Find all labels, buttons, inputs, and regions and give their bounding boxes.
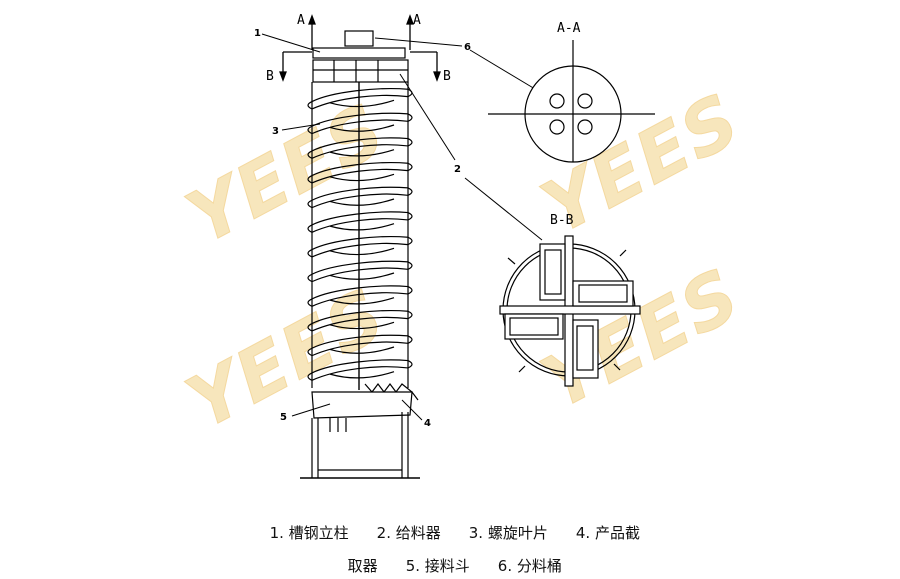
spiral-blade-edge <box>311 310 409 325</box>
spiral-blade-rim <box>407 335 413 344</box>
spiral-blade-rim <box>407 286 413 295</box>
spiral-blade-edge <box>311 119 409 135</box>
spiral-blade-rim <box>307 249 313 258</box>
spiral-blade-edge <box>311 193 409 209</box>
spiral-blade-edge <box>311 267 409 283</box>
spiral-blade-edge <box>311 168 409 184</box>
caption-item: 取器 <box>347 557 378 575</box>
spiral-blade-edge <box>311 137 409 152</box>
spiral-blade-rim <box>307 150 313 159</box>
spiral-trough-curve <box>329 272 395 280</box>
spiral-blade-rim <box>307 199 313 209</box>
spiral-trough-curve <box>329 371 395 379</box>
spiral-blade-rim <box>307 101 313 110</box>
spiral-trough-curve <box>329 297 395 305</box>
callout-1: 1 <box>254 28 261 39</box>
spiral-trough-curve <box>329 321 395 330</box>
spiral-blade-edge <box>311 341 409 357</box>
spiral-blade-rim <box>407 212 413 221</box>
spiral-blade-rim <box>407 113 413 122</box>
spiral-blade-edge <box>311 334 409 349</box>
spiral-blade-rim <box>307 224 313 233</box>
spiral-trough-curve <box>329 99 395 108</box>
spiral-trough-curve <box>329 346 395 354</box>
spiral-blade-edge <box>311 242 409 258</box>
spiral-blade-rim <box>307 175 313 184</box>
spiral-blade-rim <box>407 236 413 246</box>
spiral-blade-edge <box>311 144 409 159</box>
spiral-blade-edge <box>311 88 409 103</box>
section-mark-b-right: B <box>443 69 451 84</box>
spiral-trough-curve <box>329 247 395 256</box>
spiral-blade-edge <box>311 359 409 374</box>
spiral-blade-edge <box>311 186 409 201</box>
spiral-trough-curve <box>329 198 395 206</box>
caption-line-2: 取器 5. 接料斗 6. 分料桶 <box>0 537 900 576</box>
callout-4: 4 <box>424 418 431 429</box>
spiral-blade-edge <box>311 285 409 300</box>
caption-item: 5. 接料斗 <box>405 557 470 575</box>
distributor-cap <box>344 30 374 47</box>
spiral-blade-rim <box>407 162 413 172</box>
section-arrows <box>279 14 441 82</box>
watermark-group: YEES YEES YEES YEES <box>173 77 754 446</box>
spiral-blade-edge <box>311 236 409 251</box>
section-mark-a-left: A <box>297 13 305 28</box>
spiral-blade-rim <box>307 372 313 381</box>
section-bb-view <box>499 235 641 387</box>
callout-3: 3 <box>272 126 279 137</box>
spiral-blade-rim <box>407 310 413 320</box>
spiral-blade-edge <box>311 218 409 233</box>
spiral-trough-curve <box>329 173 395 182</box>
spiral-blade-edge <box>311 366 409 381</box>
spiral-blade-edge <box>311 292 409 307</box>
caption-item: 1. 槽钢立柱 <box>269 524 349 542</box>
spiral-blade-edge <box>311 316 409 332</box>
section-mark-b-left: B <box>266 69 274 84</box>
spiral-blade-rim <box>407 261 413 270</box>
feeder-top <box>312 59 409 83</box>
spiral-blade-rim <box>407 138 413 147</box>
spiral-blade-rim <box>307 323 313 332</box>
spiral-blade-edge <box>311 211 409 226</box>
caption-item: 6. 分料桶 <box>497 557 562 575</box>
caption-item: 3. 螺旋叶片 <box>468 524 548 542</box>
spiral-blade-rim <box>307 347 313 357</box>
spiral-blade-rim <box>407 360 413 369</box>
caption-item: 4. 产品截 <box>575 524 640 542</box>
spiral-trough-curve <box>329 223 395 231</box>
callout-6: 6 <box>464 42 471 53</box>
section-bb-title: B-B <box>550 213 574 228</box>
spiral-blade-rim <box>307 298 313 307</box>
callout-5: 5 <box>280 412 287 423</box>
spiral-blade-edge <box>311 162 409 177</box>
spiral-trough-curve <box>329 124 395 132</box>
caption-line-1: 1. 槽钢立柱 2. 给料器 3. 螺旋叶片 4. 产品截 <box>0 504 900 543</box>
spiral-blade-edge <box>311 260 409 275</box>
leader-lines <box>261 33 543 421</box>
distributor-drum <box>312 47 406 59</box>
spiral-blade-edge <box>311 112 409 127</box>
spiral-blades <box>307 88 413 381</box>
spiral-column <box>300 30 420 479</box>
spiral-blade-rim <box>307 273 313 283</box>
spiral-blade-edge <box>311 94 409 110</box>
caption-item: 2. 给料器 <box>376 524 441 542</box>
section-aa-view <box>488 40 655 163</box>
spiral-blade-rim <box>407 187 413 196</box>
spiral-blade-rim <box>307 125 313 135</box>
product-collector <box>364 383 419 401</box>
section-mark-a-right: A <box>413 13 421 28</box>
callout-2: 2 <box>454 164 461 175</box>
section-aa-title: A-A <box>557 21 581 36</box>
watermark-1: YEES <box>174 87 399 260</box>
spiral-trough-curve <box>329 149 395 157</box>
